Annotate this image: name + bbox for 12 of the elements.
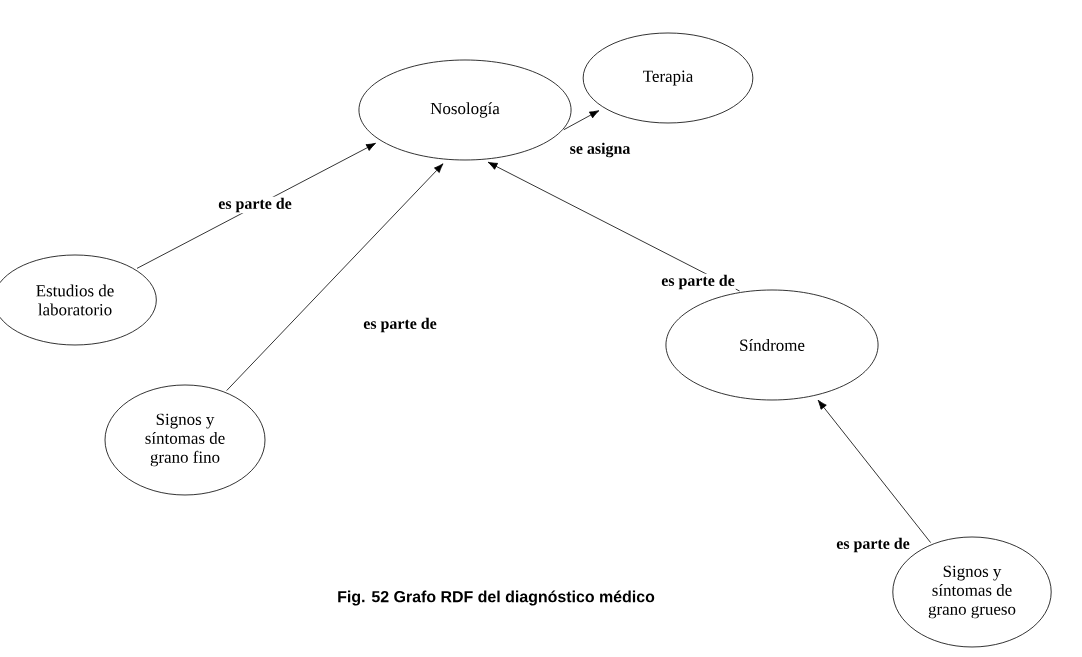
- caption: Fig. 52 Grafo RDF del diagnóstico médico: [338, 590, 655, 606]
- arrow: [487, 161, 740, 292]
- ellipse-node: Signos y síntomas de grano fino: [104, 384, 266, 496]
- arrow: [563, 110, 600, 131]
- arrow: [817, 399, 931, 543]
- arrow: [136, 142, 376, 269]
- ellipse-node: Síndrome: [665, 289, 879, 401]
- ellipse-node: Terapia: [582, 32, 754, 124]
- edge-label: es parte de: [660, 273, 736, 291]
- arrow: [226, 163, 444, 391]
- edge-label: es parte de: [362, 316, 438, 334]
- edge-label: es parte de: [217, 196, 293, 214]
